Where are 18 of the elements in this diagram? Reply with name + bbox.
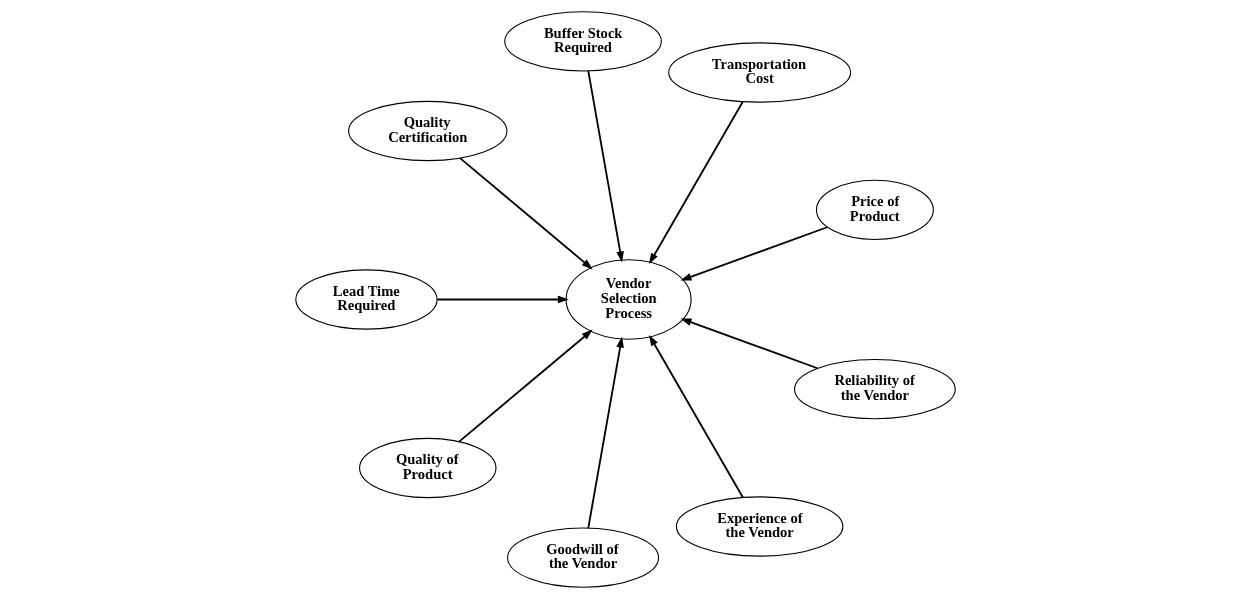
arrow (586, 336, 624, 529)
arrow (457, 329, 593, 443)
arrow (458, 157, 593, 270)
arrow (680, 318, 818, 370)
node-ellipse: Transportation Cost (667, 42, 851, 103)
node-ellipse: Quality of Product (358, 437, 496, 499)
arrow (648, 100, 744, 265)
node-ellipse: Lead Time Required (294, 269, 438, 330)
arrow (680, 226, 828, 281)
arrow (586, 70, 624, 263)
node-ellipse: Goodwill of the Vendor (506, 527, 659, 588)
node-ellipse: Quality Certification (347, 100, 507, 162)
arrow (435, 295, 569, 304)
node-ellipse: Price of Product (815, 179, 934, 241)
node-ellipse: Experience of the Vendor (675, 496, 843, 557)
node-ellipse: Buffer Stock Required (503, 11, 662, 72)
arrow (648, 334, 744, 499)
node-ellipse: Reliability of the Vendor (793, 358, 956, 420)
